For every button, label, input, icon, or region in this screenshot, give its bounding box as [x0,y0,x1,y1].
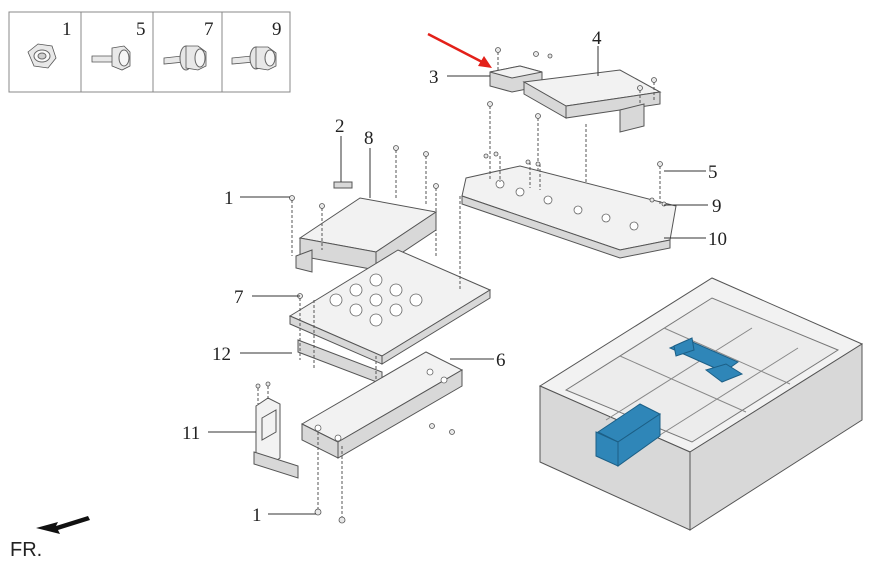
callout-2: 2 [335,116,345,137]
legend-frame [8,11,291,93]
legend-number-1: 1 [62,19,72,40]
bolt [487,101,493,107]
part-10-tray [461,151,677,259]
front-label: FR. [10,539,42,561]
callout-10: 10 [708,229,727,250]
callout-1-lower: 1 [252,505,262,526]
battery-pack-overview [538,277,864,531]
fastener-legend: 1 5 7 9 [8,11,291,93]
flange-bolt-icon [231,46,277,71]
bolt [535,113,541,119]
callout-8: 8 [364,128,374,149]
flange-bolt-icon [163,45,207,71]
front-arrow-icon [36,516,90,534]
highlight-arrow [427,32,492,68]
bolt [314,508,322,516]
legend-number-5: 5 [136,19,146,40]
nut-icon [27,43,57,69]
callout-12: 12 [212,344,231,365]
leader-lines [208,46,708,515]
part-12-plate [288,196,492,400]
part-8-cover [289,145,439,273]
bolt-icon [91,45,131,71]
callout-7: 7 [234,287,244,308]
callout-3: 3 [429,67,439,88]
callout-6: 6 [496,350,506,371]
part-2-label [333,181,353,189]
legend-number-9: 9 [272,19,282,40]
bolt [338,516,346,524]
part-11-bracket [253,381,299,479]
front-direction-indicator: FR. [10,516,90,561]
callout-11: 11 [182,423,200,444]
part-4-bracket [522,69,662,133]
callout-4: 4 [592,28,602,49]
legend-number-7: 7 [204,19,214,40]
callout-5: 5 [708,162,718,183]
callout-1-upper: 1 [224,188,234,209]
part-6-module [300,351,464,459]
callout-9: 9 [712,196,722,217]
